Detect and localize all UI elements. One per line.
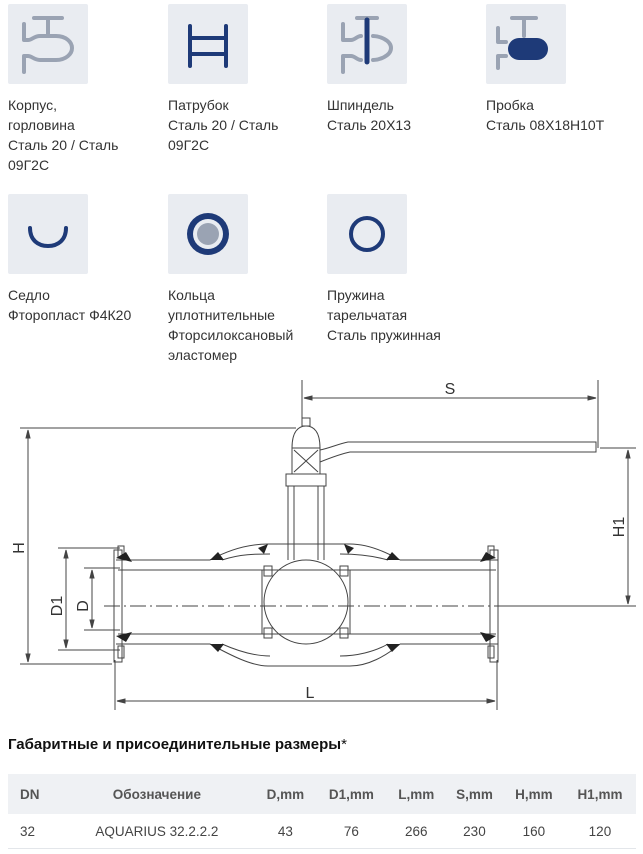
- branch-pipe-icon: [168, 4, 248, 84]
- table-cell: 76: [315, 814, 388, 849]
- dimension-label-d1: D1: [49, 596, 66, 617]
- column-header-d1: D1,mm: [315, 774, 388, 814]
- table-cell: 43: [255, 814, 316, 849]
- seat-icon: [8, 194, 88, 274]
- disc-spring-icon: [327, 194, 407, 274]
- body-neck-icon: [8, 4, 88, 84]
- valve-technical-drawing: S L H D1 D H1: [11, 380, 636, 710]
- dimension-label-l: L: [306, 685, 315, 702]
- dimension-label-h1: H1: [611, 517, 628, 538]
- column-header-dn: DN: [8, 774, 59, 814]
- table-cell: 160: [503, 814, 564, 849]
- dimension-label-h: H: [11, 542, 28, 554]
- column-header-l: L,mm: [387, 774, 446, 814]
- sealing-rings-icon: [168, 194, 248, 274]
- table-cell: 120: [563, 814, 636, 849]
- table-cell: 266: [387, 814, 446, 849]
- column-header-s: S,mm: [445, 774, 504, 814]
- dimension-label-d: D: [75, 600, 92, 612]
- spindle-icon: [327, 4, 407, 84]
- column-header-designation: Обозначение: [58, 774, 256, 814]
- table-cell: 32: [8, 814, 59, 849]
- column-header-d: D,mm: [255, 774, 316, 814]
- table-row: 32 AQUARIUS 32.2.2.2 43 76 266 230 160 1…: [8, 814, 636, 849]
- column-header-h1: H1,mm: [563, 774, 636, 814]
- dimensions-table: DN Обозначение D,mm D1,mm L,mm S,mm H,mm…: [8, 774, 636, 849]
- table-cell: AQUARIUS 32.2.2.2: [58, 814, 256, 849]
- table-header-row: DN Обозначение D,mm D1,mm L,mm S,mm H,mm…: [8, 774, 636, 814]
- dimensions-heading: Габаритные и присоединительные размеры*: [8, 736, 347, 753]
- table-cell: 230: [445, 814, 504, 849]
- plug-icon: [486, 4, 566, 84]
- column-header-h: H,mm: [503, 774, 564, 814]
- dimension-label-s: S: [445, 381, 456, 398]
